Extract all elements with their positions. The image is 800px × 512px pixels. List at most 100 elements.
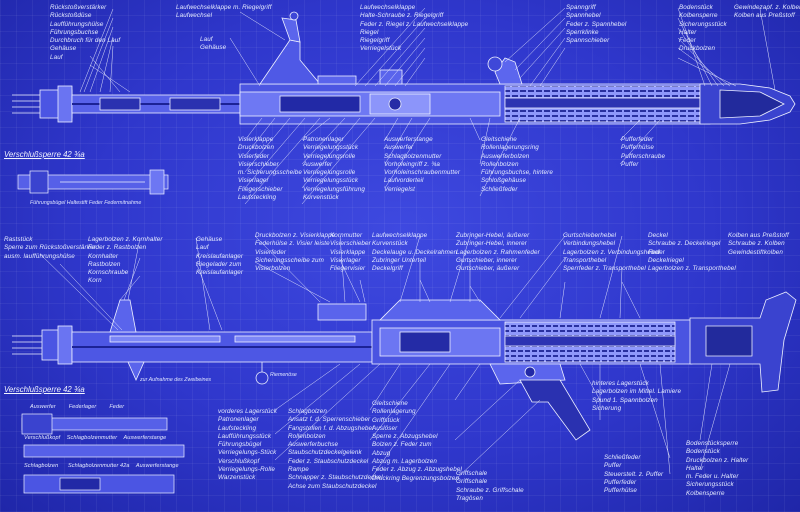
label: Bodenstück [686,448,720,456]
label: Feder z. Spannhebel [566,20,627,28]
label: Sicherungsstück [686,481,734,489]
label: Schlagbolzenmutter [384,152,442,160]
labels-bottom-bm: Schlagbolzen Ansatz f. d. Sperrenschiebe… [288,408,383,491]
label: Laufvorderteil [384,177,424,185]
label: Zubringer-Hebel, innerer [456,240,527,248]
label: Spannhebel [566,12,601,20]
label: Sperrfeder z. Transporthebel [563,265,646,273]
label: Fangstollen f. d. Abzugshebel [288,424,374,432]
label: Halter [679,28,697,36]
label: Halte-Schraube z. Riegelgriff [360,12,444,20]
label: Verschlußkopf [218,457,260,465]
top-weapon-section [12,11,796,125]
label: Visierschieber [330,240,371,248]
label: Laufsteckling [238,194,277,202]
label: Zubringer-Hebel, äußerer [456,232,530,239]
label: Visierklappe [330,248,366,256]
label: Visierlager [330,256,361,264]
labels-top-barrel: Rückstoßverstärker Rückstoßdüse Laufführ… [50,4,120,62]
labels-mid-lager: Lagerbolzen z. Kornhalter Feder z. Rastb… [88,236,163,286]
label: Schlagbolzenmutter 42a [68,463,130,469]
labels-top-bl: Visierklappe Druckbolzen Visierfeder Vis… [238,136,302,202]
labels-bottom-bc: Gleitschiene Rollenlagerung Griffstück A… [372,400,462,483]
label: Visierlager [238,177,269,185]
label: Auswerferbuchse [288,441,339,449]
labels-legend-2: Verschlußkopf Schlagbolzenmutter Auswerf… [24,434,166,442]
label: Achse zum Staubschutzdeckel [288,482,377,490]
label: Kolben aus Preßstoff [734,12,795,20]
label: Zubringer Unterteil [372,256,427,264]
label: Abzug [372,449,391,457]
label: Rückstoßverstärker [50,4,107,11]
label: Schließfeder [481,185,518,193]
label: Steuerstelt. z. Puffer [604,470,664,478]
label: Schraube z. Griffschale [456,486,524,494]
label: Patronenlager [303,136,344,143]
label: Pufferfeder [604,478,637,486]
label: Rollenlagerung [372,408,416,416]
labels-top-latch: Laufwechselklappe m. Riegelgriff Laufwec… [176,4,272,21]
label: Verriegelungs-Stück [218,449,277,457]
label: Kornschraube [88,269,129,277]
label: Ansatz f. d. Sperrenschieber [288,416,371,424]
labels-mid-center: Druckbolzen z. Visierklappe Federhülse z… [255,232,335,273]
label: Federlager [68,404,97,410]
label: Pufferhülse [604,487,637,495]
label: Riegelgriff [360,37,390,45]
top-muzzle [12,85,73,123]
label: Fliegervisier [330,265,366,273]
label: Vorholeingriff z. ¾a [384,160,441,168]
label: Gleitschiene [372,400,408,407]
label: Lauf [200,36,213,43]
label: Kolbensperre [686,489,725,497]
labels-bottom-griffschale: Griffschale Griffschale Schraube z. Grif… [456,470,524,503]
label: Kolben aus Preßstoff [728,232,789,239]
label: Rampe [288,466,309,474]
label: Lagerbolzen im Mittel. Lamiere [592,388,682,396]
label: Halter [686,464,704,472]
label: Abzug m. Lagerbolzen [372,458,438,466]
top-part-detail [17,169,169,195]
label: Feder z. Abzug z. Abzugshebel [372,466,462,474]
label: Griffstück [372,416,400,424]
labels-bottom-bodenstueck: Bodenstücksperre Bodenstück Druckbolzen … [686,440,748,498]
leader-lines [39,7,776,481]
labels-bottom-bl: vorderes Lagerstück Patronenlager Laufst… [218,408,277,483]
top-barrel-latch [259,39,321,85]
label: Auswerfer [303,160,333,168]
bottom-muzzle [12,325,73,365]
label: Kurvenstück [303,194,339,202]
label: Tragösen [456,494,483,502]
label: Kornmutter [330,232,363,239]
label: Griffschale [456,470,488,477]
label: Kreislaufanlager [196,269,244,277]
label: Sicherung [592,404,622,412]
label: Lauf [50,53,63,61]
labels-legend-1: Auswerfer Federlager Feder [30,403,124,411]
label: Schließfeder [604,454,641,461]
label: Federhülse z. Visier leiste [255,240,330,248]
labels-mid-gehaeuse: Gehäuse Lauf Kreislaufanlager Riegelader… [196,236,243,277]
label: Bodenstück [679,4,713,11]
labels-top-far: Gewindezapf. z. Kolben Kolben aus Preßst… [734,4,800,21]
label: Pufferfeder [621,136,654,143]
label: ausm. laufführungshülse [4,252,75,260]
label: Griffschale [456,478,488,486]
label: Kolbensperre [679,12,718,20]
label: Laufwechselklappe m. Riegelgriff [176,4,272,11]
label: Verbindungshebel [563,240,616,248]
label: Verriegelungs-Rolle [218,466,275,474]
labels-bottom-spann: hinteres Lagerstück Lagerbolzen im Mitte… [592,380,681,413]
label: Schnapper z. Staubschutzdeckel [288,474,383,482]
label: Laufwechselklappe [360,4,416,11]
label: Sperre z. Abzugshebel [372,433,438,441]
labels-bottom-schliessfeder: Schließfeder Puffer Steuerstelt. z. Puff… [604,454,663,495]
label: Pufferschraube [621,152,666,160]
label: Sperre zum Rückstoßverstärker [4,244,96,252]
label: Visierfeder [255,248,287,256]
label: Verriegelungsstück [303,144,359,152]
label: Verriegelungsrolle [303,169,356,177]
label: Lagerbolzen z. Rahmenfeder [456,248,540,256]
labels-mid-left: Raststück Sperre zum Rückstoßverstärker … [4,236,96,261]
label: Auswerferstange [384,136,433,143]
